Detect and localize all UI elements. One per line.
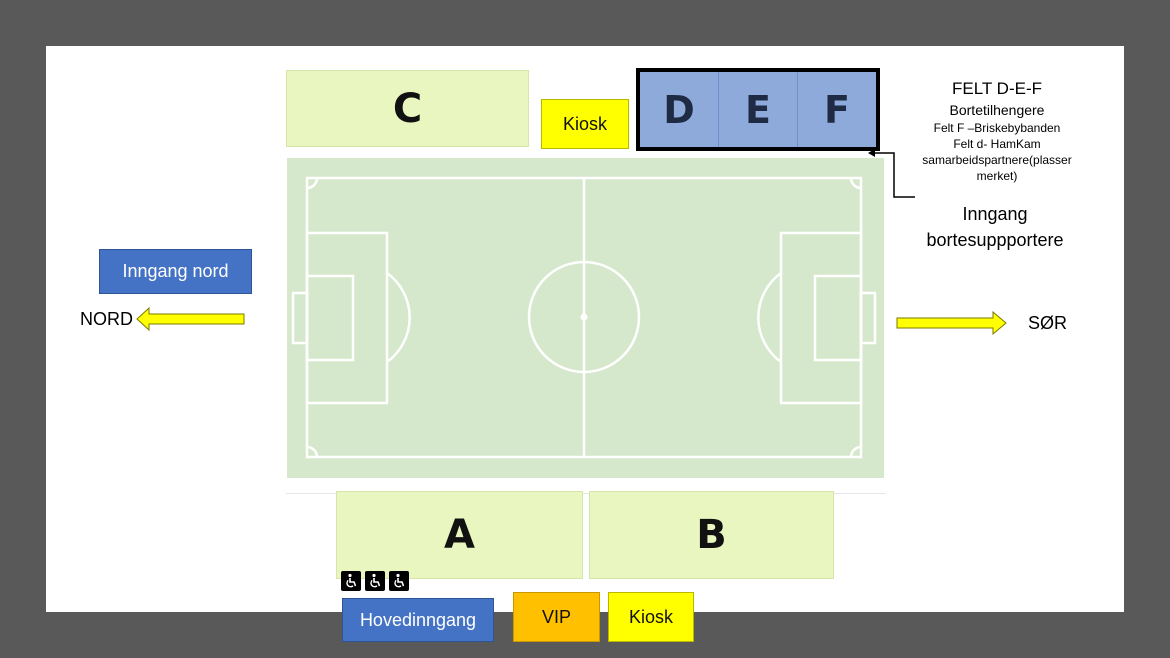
- section-a[interactable]: A: [336, 491, 583, 579]
- away-info-line4: samarbeidspartnere(plasser: [922, 153, 1072, 167]
- wheelchair-icon: [389, 571, 409, 591]
- section-c[interactable]: C: [286, 70, 529, 147]
- north-entrance-label: Inngang nord: [122, 261, 229, 281]
- section-f[interactable]: F: [797, 72, 876, 147]
- arrow-left-icon: [136, 307, 245, 331]
- main-entrance-label: Hovedinngang: [359, 609, 477, 630]
- section-b[interactable]: B: [589, 491, 834, 579]
- away-info-line3: Felt d- HamKam: [953, 137, 1041, 151]
- away-entrance-line1: Inngang: [962, 204, 1028, 224]
- section-e[interactable]: E: [718, 72, 797, 147]
- wheelchair-icon: [341, 571, 361, 591]
- south-label: SØR: [1028, 313, 1068, 333]
- kiosk-bottom[interactable]: Kiosk: [608, 592, 694, 642]
- away-info: FELT D-E-F Bortetilhengere Felt F –Brisk…: [896, 78, 1098, 184]
- section-e-label: E: [745, 87, 771, 132]
- vip-label: VIP: [541, 606, 571, 627]
- section-a-label: A: [444, 512, 475, 558]
- section-c-label: C: [392, 85, 423, 132]
- kiosk-top[interactable]: Kiosk: [541, 99, 629, 149]
- main-entrance[interactable]: Hovedinngang: [342, 598, 494, 642]
- wheelchair-icon: [365, 571, 385, 591]
- north-label: NORD: [80, 309, 133, 329]
- section-d-label: D: [663, 87, 695, 132]
- section-f-label: F: [824, 87, 850, 132]
- north-entrance[interactable]: Inngang nord: [99, 249, 252, 294]
- away-entrance-connector: [868, 149, 915, 198]
- arrow-right-icon: [896, 311, 1007, 335]
- away-info-line5: merket): [976, 169, 1018, 183]
- football-pitch: [287, 158, 884, 478]
- away-entrance: Inngang bortesuppportere: [896, 201, 1094, 253]
- stadium-map: C Kiosk D E F FELT D-E-F Bortetilhengere…: [46, 46, 1124, 612]
- kiosk-top-label: Kiosk: [562, 113, 607, 134]
- away-sections-def: D E F: [636, 68, 880, 151]
- away-info-title: FELT D-E-F: [951, 79, 1043, 98]
- divider: [286, 493, 886, 494]
- kiosk-bottom-label: Kiosk: [628, 606, 673, 627]
- section-b-label: B: [696, 512, 727, 558]
- away-entrance-line2: bortesuppportere: [926, 230, 1064, 250]
- away-info-line1: Bortetilhengere: [949, 102, 1045, 118]
- section-d[interactable]: D: [640, 72, 718, 147]
- vip-area[interactable]: VIP: [513, 592, 600, 642]
- away-info-line2: Felt F –Briskebybanden: [933, 121, 1061, 135]
- accessibility-icons: [341, 571, 409, 591]
